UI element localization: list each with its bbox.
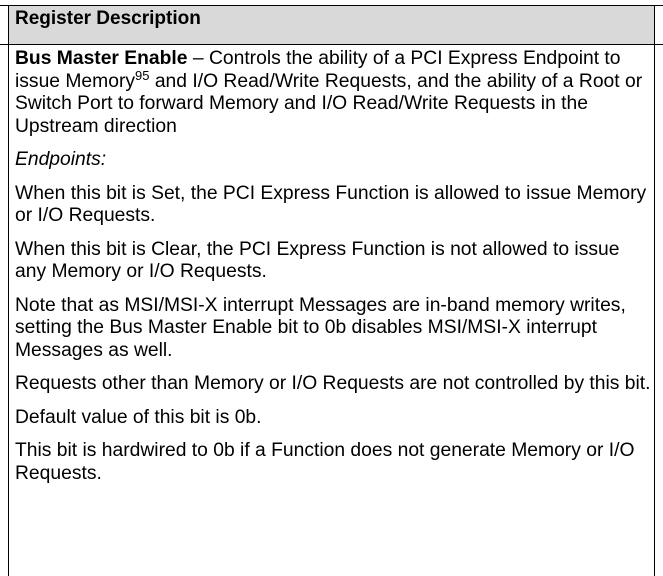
table-left-border — [8, 5, 9, 576]
field-dash: – — [187, 48, 209, 69]
paragraph-other-requests: Requests other than Memory or I/O Reques… — [15, 373, 651, 394]
field-intro-continued: and I/O Read/Write Requests, and the abi… — [15, 70, 643, 137]
description-cell: Bus Master Enable – Controls the ability… — [15, 48, 651, 496]
field-name: Bus Master Enable — [15, 48, 188, 69]
footnote-reference: 95 — [135, 67, 150, 83]
endpoints-heading: Endpoints: — [15, 149, 107, 170]
column-header: Register Description — [15, 8, 201, 29]
paragraph-default-value: Default value of this bit is 0b. — [15, 406, 262, 428]
paragraph-hardwired: This bit is hardwired to 0b if a Functio… — [15, 440, 635, 484]
table-top-border — [0, 5, 663, 6]
field-definition: Bus Master Enable – Controls the ability… — [15, 48, 651, 138]
table-right-border — [654, 5, 655, 576]
field-intro: Controls the ability of a PCI Express En… — [15, 48, 621, 92]
paragraph-set-behavior: When this bit is Set, the PCI Express Fu… — [15, 182, 647, 227]
paragraph-msi-note: Note that as MSI/MSI-X interrupt Message… — [15, 294, 626, 361]
header-separator — [0, 44, 663, 45]
paragraph-clear-behavior: When this bit is Clear, the PCI Express … — [15, 238, 620, 283]
table-header-cell — [9, 6, 654, 44]
